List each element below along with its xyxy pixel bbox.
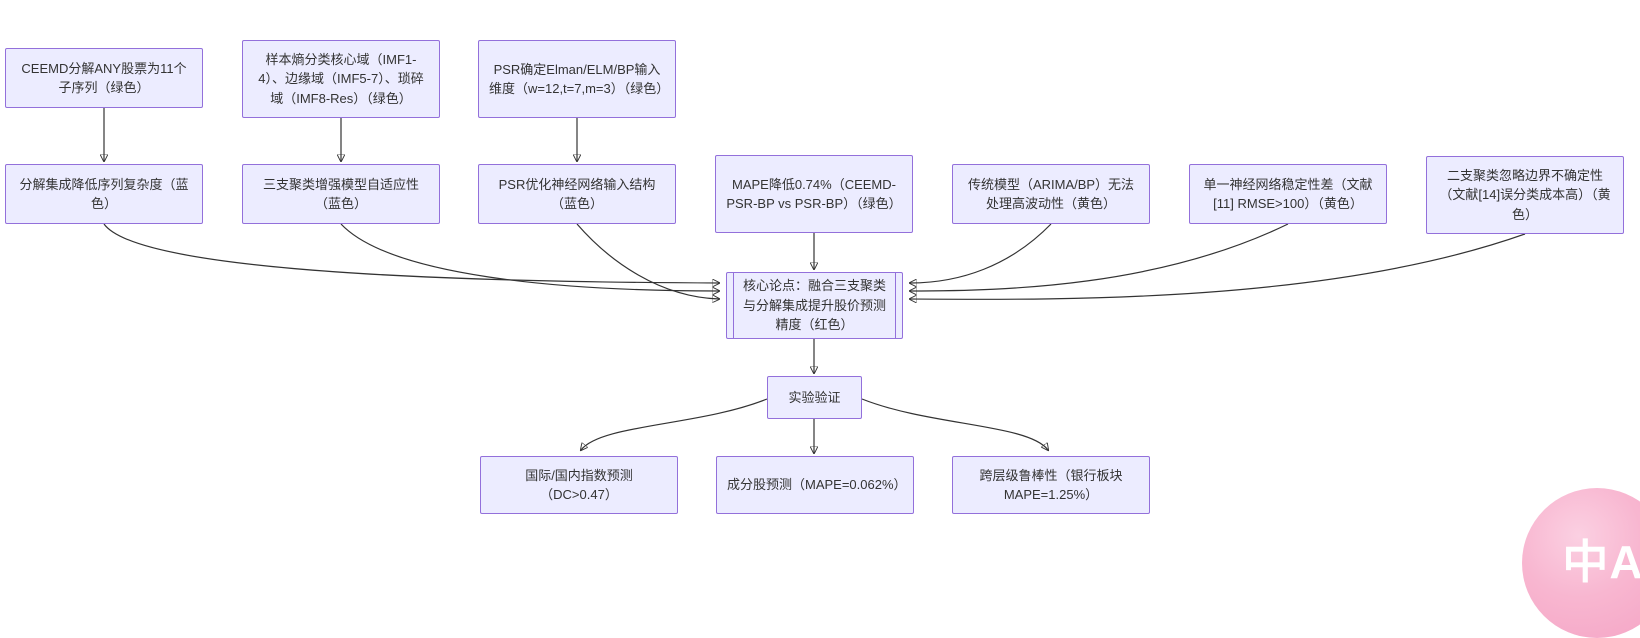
node-single-nn: 单一神经网络稳定性差（文献[11] RMSE>100）（黄色）: [1189, 164, 1387, 224]
node-index-prediction: 国际/国内指数预测（DC>0.47）: [480, 456, 678, 514]
node-label: CEEMD分解ANY股票为11个子序列（绿色）: [21, 60, 187, 96]
node-mape-reduction: MAPE降低0.74%（CEEMD-PSR-BP vs PSR-BP）（绿色）: [715, 155, 913, 233]
node-label: 二支聚类忽略边界不确定性（文献[14]误分类成本高）（黄色）: [1439, 167, 1611, 222]
node-sample-entropy: 样本熵分类核心域（IMF1-4）、边缘域（IMF5-7）、琐碎域（IMF8-Re…: [242, 40, 440, 118]
node-three-way-cluster: 三支聚类增强模型自适应性（蓝色）: [242, 164, 440, 224]
node-label: PSR优化神经网络输入结构（蓝色）: [498, 176, 656, 212]
node-label: 核心论点：融合三支聚类与分解集成提升股价预测精度（红色）: [742, 278, 886, 333]
translate-button[interactable]: 中A: [1522, 488, 1640, 638]
flow-arrow: [910, 223, 1289, 291]
node-label: PSR确定Elman/ELM/BP输入维度（w=12,t=7,m=3）（绿色）: [489, 61, 670, 97]
node-traditional-model: 传统模型（ARIMA/BP）无法处理高波动性（黄色）: [952, 164, 1150, 224]
node-label: 国际/国内指数预测（DC>0.47）: [525, 467, 633, 503]
node-label: 分解集成降低序列复杂度（蓝色）: [19, 176, 189, 212]
node-experiment: 实验验证: [767, 376, 862, 419]
flow-arrow: [910, 223, 1052, 283]
node-core-thesis: 核心论点：融合三支聚类与分解集成提升股价预测精度（红色）: [726, 272, 903, 339]
node-label: 单一神经网络稳定性差（文献[11] RMSE>100）（黄色）: [1203, 176, 1373, 212]
node-ceemd-decompose: CEEMD分解ANY股票为11个子序列（绿色）: [5, 48, 203, 108]
flow-arrow: [340, 223, 719, 291]
node-label: 成分股预测（MAPE=0.062%）: [727, 477, 907, 493]
translate-icon: 中A: [1562, 536, 1640, 588]
node-label: 样本熵分类核心域（IMF1-4）、边缘域（IMF5-7）、琐碎域（IMF8-Re…: [258, 51, 424, 106]
flow-arrow: [861, 398, 1048, 450]
node-label: 跨层级鲁棒性（银行板块MAPE=1.25%）: [979, 467, 1123, 503]
flow-arrow: [581, 398, 768, 450]
flow-arrow: [576, 223, 719, 299]
node-label: 三支聚类增强模型自适应性（蓝色）: [262, 176, 419, 212]
node-psr-dimension: PSR确定Elman/ELM/BP输入维度（w=12,t=7,m=3）（绿色）: [478, 40, 676, 118]
node-two-way-cluster: 二支聚类忽略边界不确定性（文献[14]误分类成本高）（黄色）: [1426, 156, 1624, 234]
node-robustness: 跨层级鲁棒性（银行板块MAPE=1.25%）: [952, 456, 1150, 514]
node-label: 实验验证: [788, 389, 841, 405]
node-psr-structure: PSR优化神经网络输入结构（蓝色）: [478, 164, 676, 224]
node-label: MAPE降低0.74%（CEEMD-PSR-BP vs PSR-BP）（绿色）: [726, 176, 902, 212]
flow-arrow: [103, 223, 719, 283]
flow-arrow: [910, 233, 1526, 299]
node-stock-prediction: 成分股预测（MAPE=0.062%）: [716, 456, 914, 514]
node-decomp-complexity: 分解集成降低序列复杂度（蓝色）: [5, 164, 203, 224]
node-label: 传统模型（ARIMA/BP）无法处理高波动性（黄色）: [967, 176, 1135, 212]
